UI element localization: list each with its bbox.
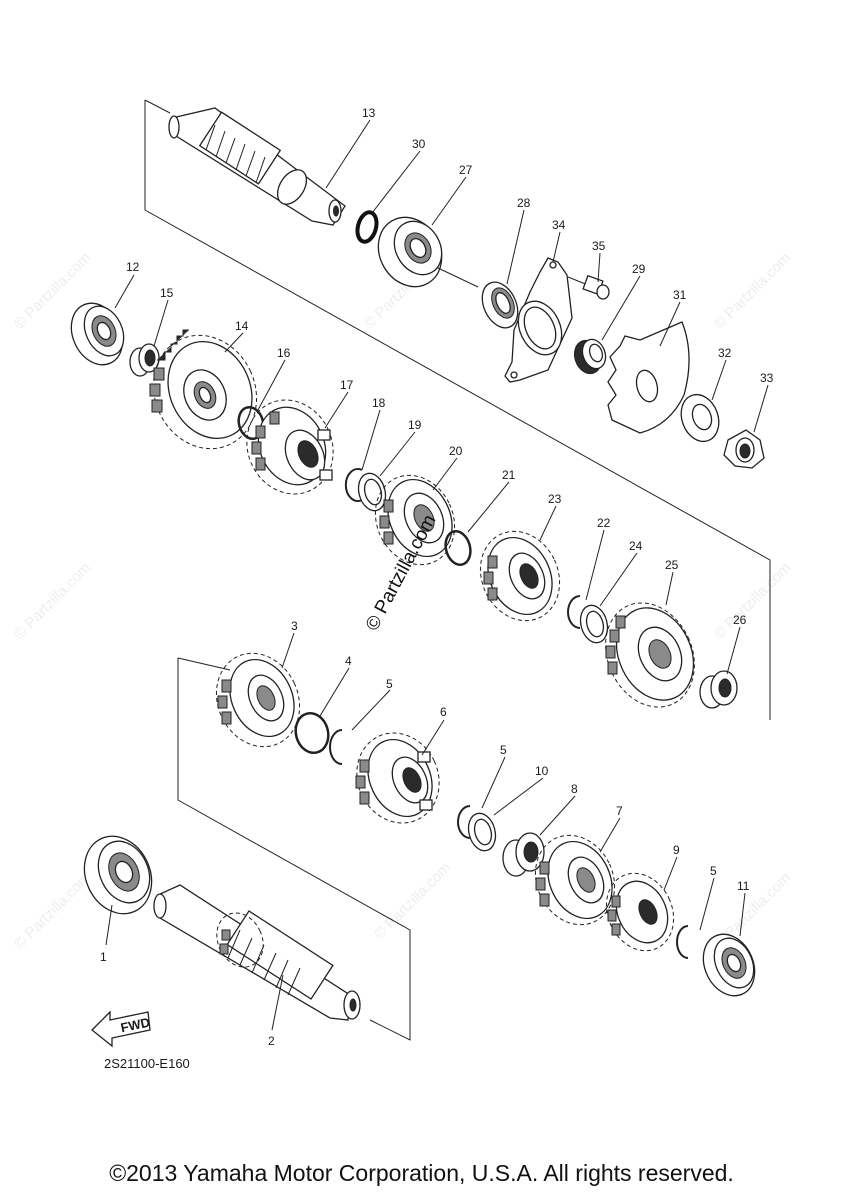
callout-29: 29 bbox=[632, 262, 646, 276]
part-18-circlip bbox=[344, 468, 363, 502]
part-29-collar bbox=[573, 338, 607, 375]
part-13-drive-axle bbox=[168, 107, 346, 226]
watermark: © Partzilla.com bbox=[371, 859, 454, 942]
callout-32: 32 bbox=[718, 346, 732, 360]
part-28-oil-seal bbox=[481, 281, 519, 329]
part-9-gear bbox=[605, 872, 675, 952]
callout-35: 35 bbox=[592, 239, 606, 253]
part-25-gear bbox=[605, 602, 695, 708]
part-14-gear bbox=[149, 329, 258, 450]
callout-15: 15 bbox=[160, 286, 174, 300]
callout-33: 33 bbox=[760, 371, 774, 385]
part-27-bearing bbox=[377, 216, 479, 288]
part-1-bearing bbox=[83, 835, 153, 915]
callout-16: 16 bbox=[277, 346, 291, 360]
part-34-plate bbox=[504, 257, 573, 383]
part-8-bushing bbox=[502, 832, 545, 877]
main-axle-assembly-frame bbox=[177, 657, 411, 1041]
part-22-circlip bbox=[567, 595, 581, 629]
watermark: © Partzilla.com bbox=[11, 559, 94, 642]
copyright-notice: ©2013 Yamaha Motor Corporation, U.S.A. A… bbox=[109, 1160, 734, 1186]
callout-10: 10 bbox=[535, 764, 549, 778]
part-7-gear bbox=[534, 834, 616, 926]
callout-6: 6 bbox=[440, 705, 447, 719]
part-2-main-axle bbox=[153, 884, 361, 1021]
callout-7: 7 bbox=[616, 804, 623, 818]
part-26-bushing bbox=[699, 670, 738, 709]
part-24-splined-washer bbox=[579, 604, 609, 644]
callout-28: 28 bbox=[517, 196, 531, 210]
callout-17: 17 bbox=[340, 378, 354, 392]
part-21-washer bbox=[444, 530, 472, 566]
part-3-gear bbox=[215, 652, 301, 748]
part-5-circlip bbox=[676, 925, 689, 959]
watermark: © Partzilla.com bbox=[711, 249, 794, 332]
callout-14: 14 bbox=[235, 319, 249, 333]
part-17-gear bbox=[246, 399, 334, 495]
part-4-washer bbox=[294, 711, 330, 755]
fwd-arrow-icon: FWD bbox=[91, 1010, 151, 1048]
watermark: © Partzilla.com bbox=[711, 559, 794, 642]
part-23-gear bbox=[479, 530, 561, 622]
part-20-gear bbox=[374, 474, 456, 566]
callout-34: 34 bbox=[552, 218, 566, 232]
callout-24: 24 bbox=[629, 539, 643, 553]
callout-18: 18 bbox=[372, 396, 386, 410]
fwd-label: FWD bbox=[119, 1014, 151, 1035]
callout-9: 9 bbox=[673, 843, 680, 857]
callout-11: 11 bbox=[737, 879, 750, 893]
callout-21: 21 bbox=[502, 468, 516, 482]
part-33-nut bbox=[723, 429, 765, 469]
callout-5-middle: 5 bbox=[500, 743, 507, 757]
callout-8: 8 bbox=[571, 782, 578, 796]
callout-2: 2 bbox=[268, 1034, 275, 1048]
callout-26: 26 bbox=[733, 613, 747, 627]
part-16-washer bbox=[237, 405, 265, 441]
part-32-lock-washer bbox=[680, 393, 720, 443]
callout-1: 1 bbox=[100, 950, 107, 964]
part-12-bearing bbox=[70, 302, 125, 366]
part-19-splined-washer bbox=[357, 472, 387, 512]
callout-5-upper: 5 bbox=[386, 677, 393, 691]
callout-22: 22 bbox=[597, 516, 611, 530]
callout-19: 19 bbox=[408, 418, 422, 432]
diagram-reference-code: 2S21100-E160 bbox=[104, 1056, 190, 1071]
callout-13: 13 bbox=[362, 106, 376, 120]
callout-20: 20 bbox=[449, 444, 463, 458]
callout-12: 12 bbox=[126, 260, 140, 274]
callout-3: 3 bbox=[291, 619, 298, 633]
part-6-gear bbox=[355, 732, 440, 824]
callout-4: 4 bbox=[345, 654, 352, 668]
part-35-bolt bbox=[567, 274, 610, 300]
callout-31: 31 bbox=[673, 288, 687, 302]
part-30-o-ring bbox=[355, 210, 379, 244]
drive-axle-assembly-frame bbox=[144, 99, 771, 720]
part-10-splined-washer bbox=[467, 812, 497, 852]
callout-30: 30 bbox=[412, 137, 426, 151]
part-5-circlip bbox=[329, 729, 343, 765]
callout-27: 27 bbox=[459, 163, 473, 177]
part-5-circlip bbox=[457, 805, 471, 839]
leader-lines bbox=[105, 119, 769, 1031]
callout-5-lower: 5 bbox=[710, 864, 717, 878]
callout-labels: 1 2 3 4 5 5 5 5 6 7 8 9 10 11 12 13 14 1… bbox=[100, 106, 774, 1048]
part-31-drive-sprocket bbox=[607, 321, 690, 434]
callout-23: 23 bbox=[548, 492, 562, 506]
watermark: © Partzilla.com bbox=[11, 869, 94, 952]
part-11-bearing bbox=[702, 933, 756, 997]
callout-25: 25 bbox=[665, 558, 679, 572]
part-15-bushing bbox=[129, 343, 160, 377]
